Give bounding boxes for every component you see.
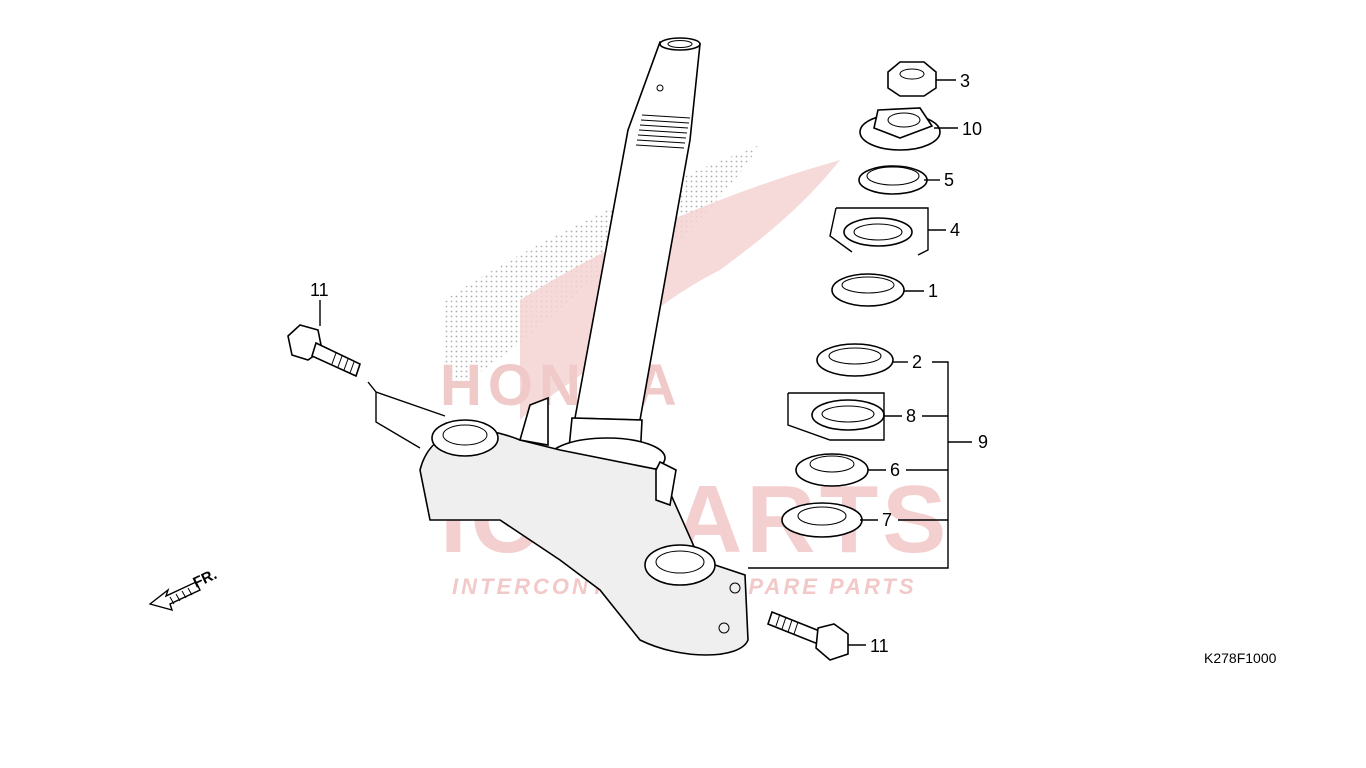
callout-11-left: 11 xyxy=(310,280,329,300)
front-label: FR. xyxy=(191,566,220,592)
callout-5: 5 xyxy=(944,170,954,190)
part-bearing-bottom xyxy=(787,392,885,441)
callout-9: 9 xyxy=(978,432,988,452)
part-seat xyxy=(795,453,869,487)
callout-1: 1 xyxy=(928,281,938,301)
steering-stem xyxy=(419,37,749,656)
arrow-icon xyxy=(148,581,201,612)
callouts: 3 10 5 4 1 2 8 9 6 7 11 11 xyxy=(310,71,988,656)
callout-8: 8 xyxy=(906,406,916,426)
bolt-left xyxy=(287,324,446,449)
part-locknut xyxy=(859,107,941,151)
part-race-top xyxy=(831,273,905,307)
bolt-right xyxy=(767,610,849,661)
part-bearing-top xyxy=(829,207,929,256)
callout-6: 6 xyxy=(890,460,900,480)
callout-11-right: 11 xyxy=(870,636,889,656)
part-dust-seal xyxy=(858,165,928,195)
front-direction-arrow: FR. xyxy=(148,566,220,612)
leader-lines xyxy=(319,79,972,646)
part-seal-bottom xyxy=(781,502,863,538)
drawing-code: K278F1000 xyxy=(1204,650,1277,666)
part-nut xyxy=(887,61,937,97)
callout-2: 2 xyxy=(912,352,922,372)
callout-3: 3 xyxy=(960,71,970,91)
callout-4: 4 xyxy=(950,220,960,240)
part-race-bottom xyxy=(816,343,894,377)
callout-10: 10 xyxy=(962,119,982,139)
callout-7: 7 xyxy=(882,510,892,530)
